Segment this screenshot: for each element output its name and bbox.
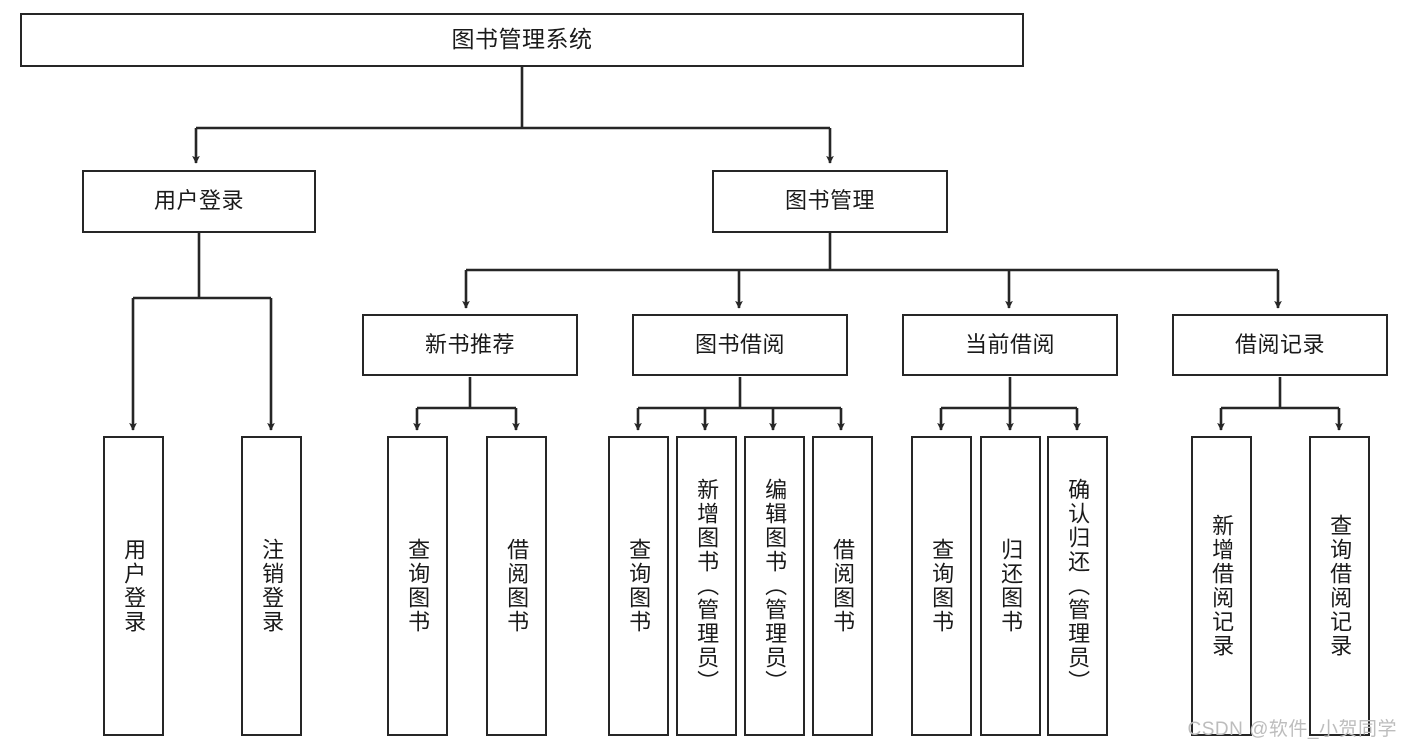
node-label: 编辑图书（管理员） (762, 478, 788, 694)
node-label: 注销登录 (259, 538, 285, 634)
node-label: 用户登录 (153, 188, 244, 214)
node-label: 归还图书 (998, 538, 1024, 634)
leaf-borrow-book-recommend[interactable]: 借阅图书 (486, 436, 547, 736)
leaf-add-borrow-record[interactable]: 新增借阅记录 (1191, 436, 1252, 736)
leaf-query-book-current[interactable]: 查询图书 (911, 436, 972, 736)
node-label: 图书管理 (784, 188, 875, 214)
node-label: 查询图书 (929, 538, 955, 634)
node-root-book-management-system[interactable]: 图书管理系统 (20, 13, 1024, 67)
leaf-user-login[interactable]: 用户登录 (103, 436, 164, 736)
node-label: 新增借阅记录 (1209, 514, 1235, 658)
node-label: 新增图书（管理员） (694, 478, 720, 694)
leaf-query-book-recommend[interactable]: 查询图书 (387, 436, 448, 736)
node-label: 用户登录 (121, 538, 147, 634)
node-label: 图书管理系统 (451, 26, 593, 53)
node-label: 查询图书 (626, 538, 652, 634)
node-label: 借阅图书 (830, 538, 856, 634)
leaf-return-book[interactable]: 归还图书 (980, 436, 1041, 736)
node-user-login[interactable]: 用户登录 (82, 170, 316, 233)
node-label: 借阅记录 (1234, 331, 1325, 357)
node-label: 确认归还（管理员） (1065, 478, 1091, 694)
node-book-management[interactable]: 图书管理 (712, 170, 948, 233)
node-current-borrow[interactable]: 当前借阅 (902, 314, 1118, 376)
node-borrow-record[interactable]: 借阅记录 (1172, 314, 1388, 376)
leaf-query-book-borrow[interactable]: 查询图书 (608, 436, 669, 736)
node-label: 当前借阅 (964, 331, 1055, 357)
node-new-book-recommend[interactable]: 新书推荐 (362, 314, 578, 376)
node-label: 查询借阅记录 (1327, 514, 1353, 658)
leaf-edit-book-admin[interactable]: 编辑图书（管理员） (744, 436, 805, 736)
node-book-borrow[interactable]: 图书借阅 (632, 314, 848, 376)
node-label: 借阅图书 (504, 538, 530, 634)
leaf-borrow-book[interactable]: 借阅图书 (812, 436, 873, 736)
leaf-logout-login[interactable]: 注销登录 (241, 436, 302, 736)
leaf-query-borrow-record[interactable]: 查询借阅记录 (1309, 436, 1370, 736)
node-label: 图书借阅 (694, 331, 785, 357)
node-label: 查询图书 (405, 538, 431, 634)
csdn-watermark: CSDN @软件_小贺同学 (1187, 719, 1397, 740)
leaf-confirm-return-admin[interactable]: 确认归还（管理员） (1047, 436, 1108, 736)
node-label: 新书推荐 (424, 331, 515, 357)
leaf-add-book-admin[interactable]: 新增图书（管理员） (676, 436, 737, 736)
